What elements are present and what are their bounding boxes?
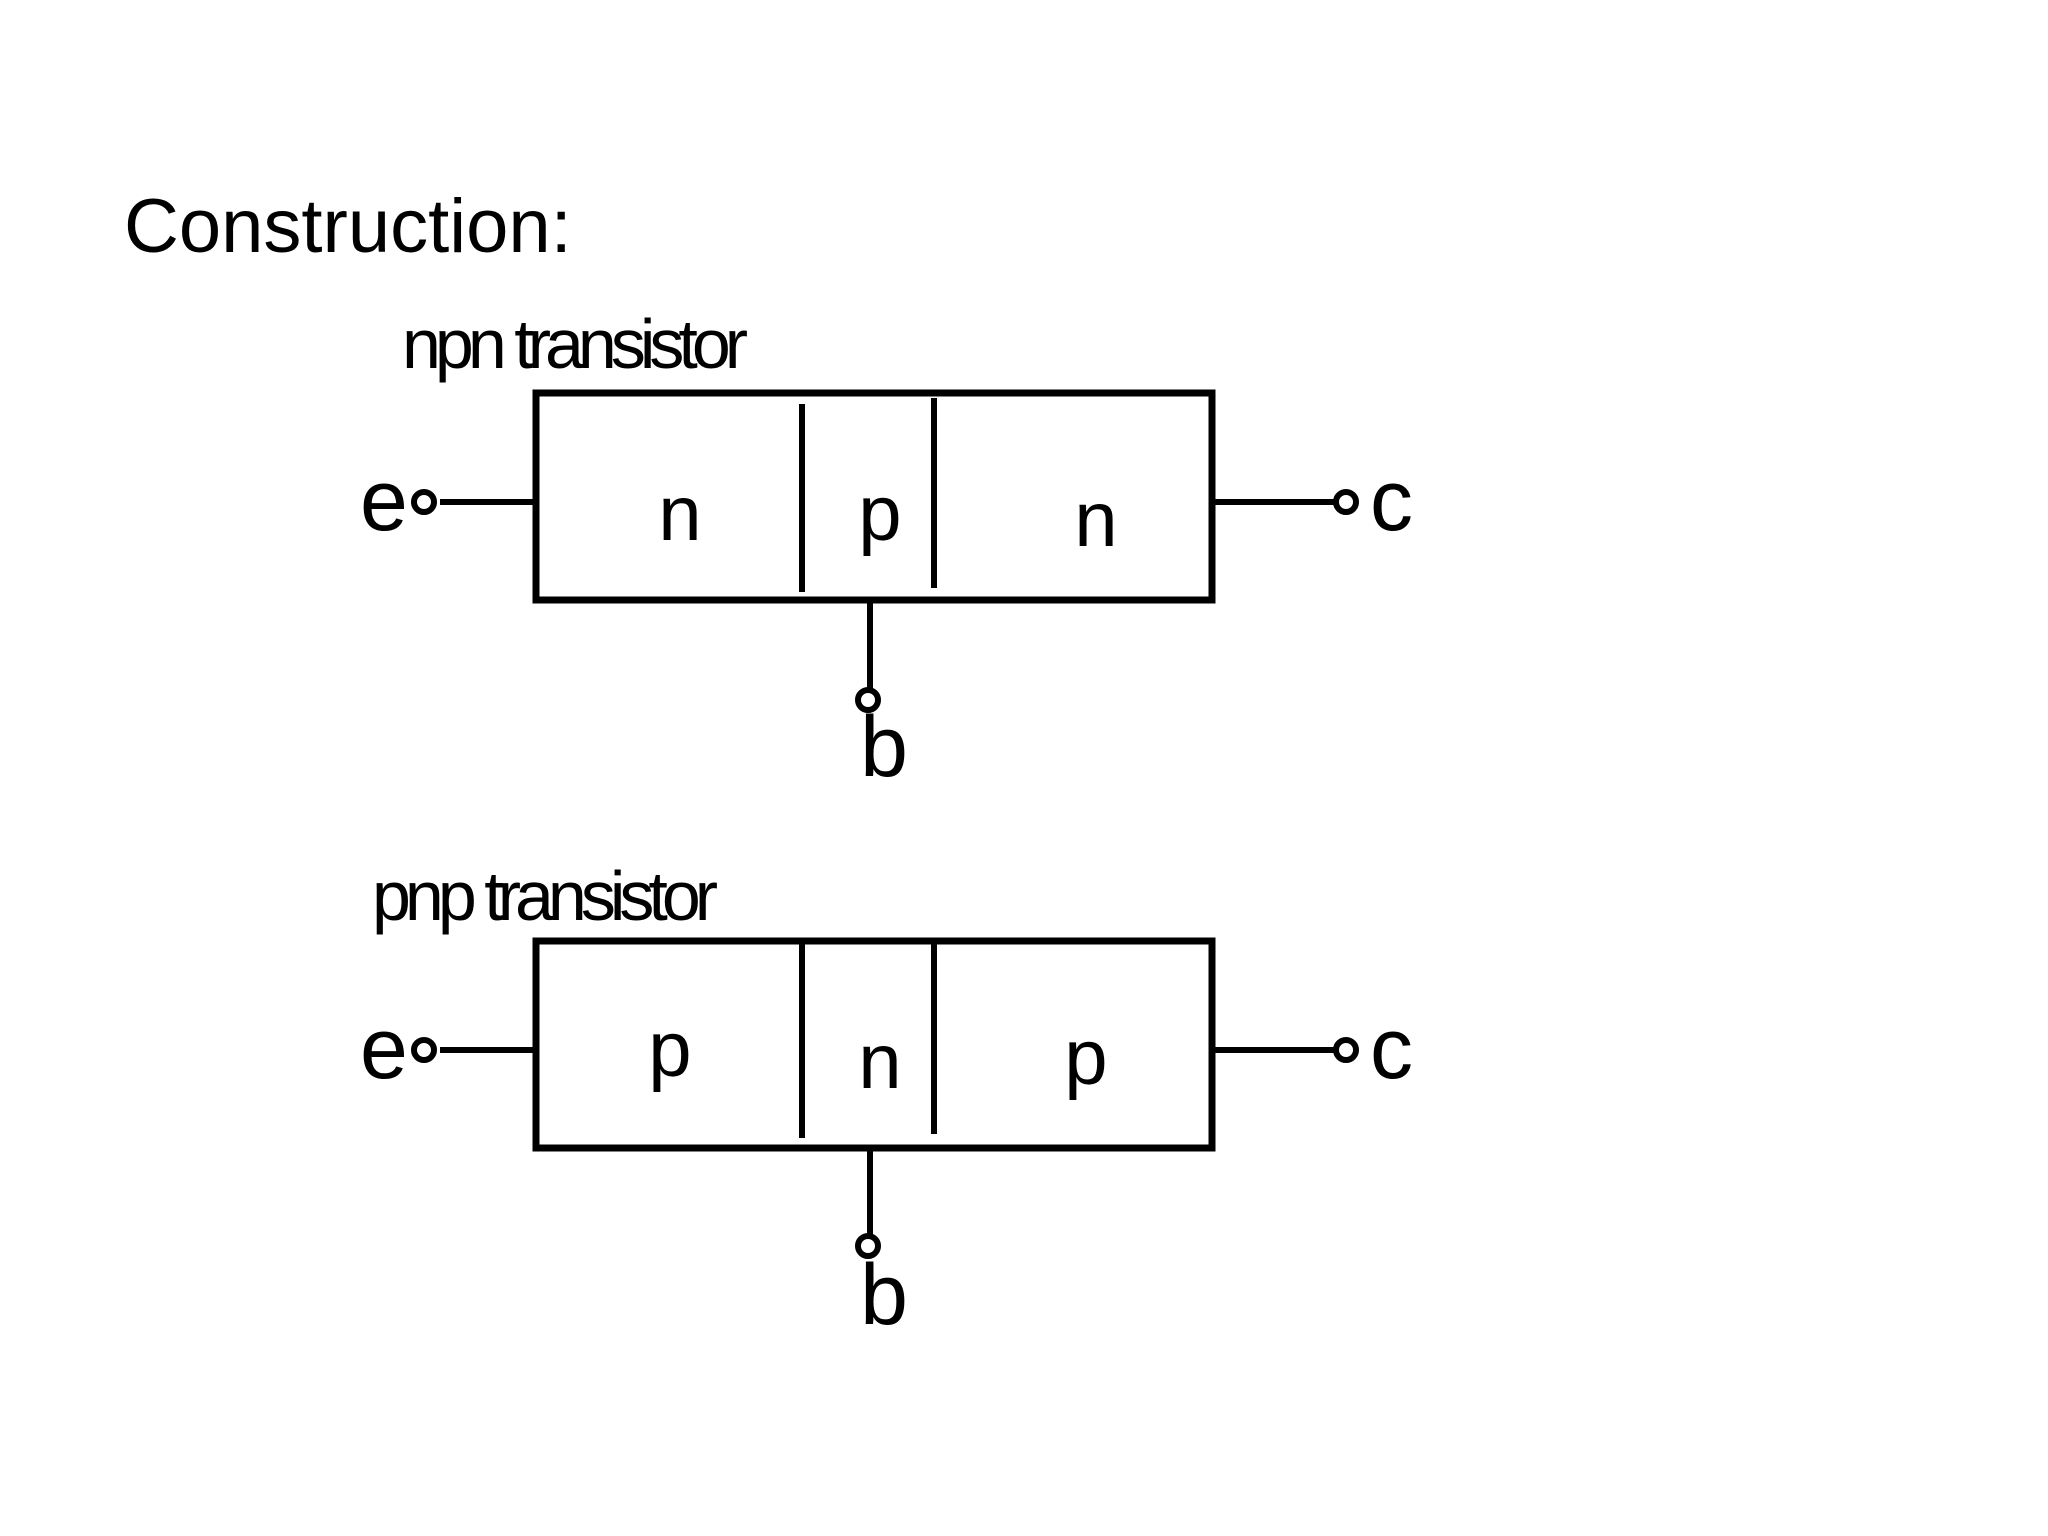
npn-emitter-node [411,489,437,515]
pnp-emitter-label: e [360,1001,408,1097]
pnp-caption: pnp transistor [372,857,718,935]
slide-title: Construction: [124,184,572,269]
npn-transistor-diagram: npn transistor n p n e c b [360,305,1413,795]
npn-body [532,389,1216,604]
npn-region-collector: n [1074,475,1117,563]
pnp-region-collector: p [1064,1013,1107,1101]
npn-collector-label: c [1370,453,1413,549]
npn-region-base: p [858,469,901,557]
pnp-transistor-diagram: pnp transistor p n p e c b [360,857,1413,1343]
npn-collector-node [1333,489,1359,515]
npn-region-emitter: n [658,469,701,557]
npn-caption: npn transistor [402,305,748,383]
npn-emitter-label: e [360,453,408,549]
pnp-region-emitter: p [648,1005,691,1093]
pnp-base-node [855,1233,881,1259]
pnp-region-base: n [858,1017,901,1105]
pnp-collector-node [1333,1037,1359,1063]
pnp-body [532,937,1216,1152]
npn-base-node [855,687,881,713]
npn-base-label: b [860,699,908,795]
pnp-emitter-node [411,1037,437,1063]
pnp-collector-label: c [1370,1001,1413,1097]
pnp-base-label: b [860,1247,908,1343]
